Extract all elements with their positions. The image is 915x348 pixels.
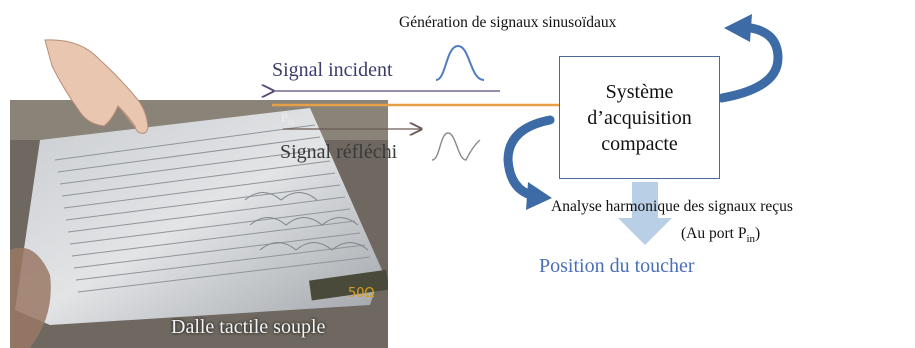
- curved-arrow-icon: [717, 14, 783, 103]
- port-base: P: [281, 110, 288, 124]
- sine-wave-icon: [435, 44, 485, 81]
- incident-signal-label: Signal incident: [272, 59, 393, 81]
- acquisition-system-box: Système d’acquisition compacte: [559, 56, 720, 179]
- touch-panel-image: [10, 100, 388, 348]
- analysis-port-label: (Au port Pin): [681, 225, 760, 245]
- resistor-label: 50Ω: [348, 286, 375, 301]
- port-pin-label: Pin: [281, 110, 294, 126]
- reflected-signal-label: Signal réfléchi: [280, 141, 398, 163]
- touch-slab-label: Dalle tactile souple: [171, 316, 326, 338]
- generation-label: Génération de signaux sinusoïdaux: [399, 14, 617, 31]
- down-arrow-icon: [618, 182, 672, 245]
- port-sub: in: [287, 117, 294, 127]
- curved-arrow-icon: [503, 115, 555, 210]
- conductive-stripes: [54, 124, 371, 293]
- sine-wave-icon: [431, 132, 481, 161]
- hand-reflection: [10, 247, 51, 348]
- acquisition-system-label: Système d’acquisition compacte: [587, 80, 692, 155]
- touch-panel-photo: [10, 100, 388, 348]
- analysis-port-prefix: (Au port P: [681, 225, 747, 242]
- analysis-port-sub: in: [746, 233, 756, 246]
- analysis-port-suffix: ): [755, 225, 761, 242]
- harmonic-analysis-label: Analyse harmonique des signaux reçus: [551, 198, 793, 215]
- pointing-hand-icon: [44, 39, 149, 134]
- flexible-sheet: [15, 108, 382, 325]
- touch-position-label: Position du toucher: [539, 255, 695, 277]
